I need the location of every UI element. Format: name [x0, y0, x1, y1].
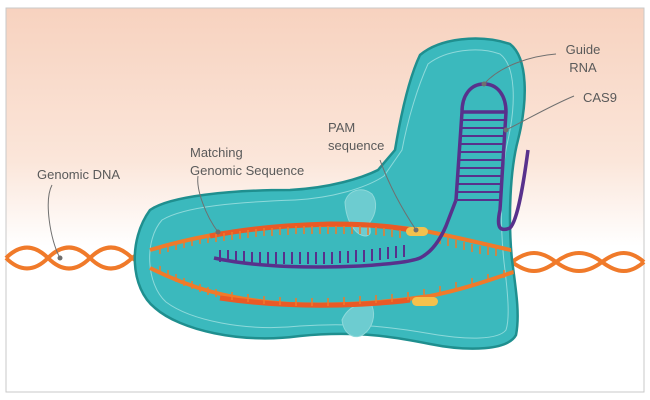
- label-cas9: CAS9: [583, 90, 617, 105]
- label-genomic-dna: Genomic DNA: [37, 167, 120, 182]
- label-guide-rna-line2: RNA: [569, 60, 597, 75]
- leader-dots: [57, 81, 509, 261]
- pam-marker-bottom: [412, 297, 438, 306]
- cas9-dot-icon: [503, 127, 509, 133]
- label-matching-line1: Matching: [190, 145, 243, 160]
- dna-rungs-top: [159, 226, 497, 256]
- guide-rna-rungs: [457, 119, 505, 201]
- guide-rna-comb: [219, 245, 405, 264]
- dna-rungs-bottom: [159, 266, 505, 306]
- cas9-protein: [133, 37, 526, 350]
- guide-rna: [213, 82, 530, 269]
- label-pam-line1: PAM: [328, 120, 355, 135]
- leader-lines: [47, 53, 575, 259]
- label-guide-rna-line1: Guide: [566, 42, 601, 57]
- label-matching-line2: Genomic Sequence: [190, 163, 304, 178]
- matching-genomic-sequence: [209, 221, 411, 239]
- genomic-dna-helix-right: [510, 251, 646, 273]
- label-pam-line2: sequence: [328, 138, 384, 153]
- matching-sequence-dot-icon: [215, 229, 221, 235]
- guide-rna-dot-icon: [481, 81, 487, 87]
- pam-dot-icon: [413, 227, 419, 233]
- genomic-dna-dot-icon: [57, 255, 63, 261]
